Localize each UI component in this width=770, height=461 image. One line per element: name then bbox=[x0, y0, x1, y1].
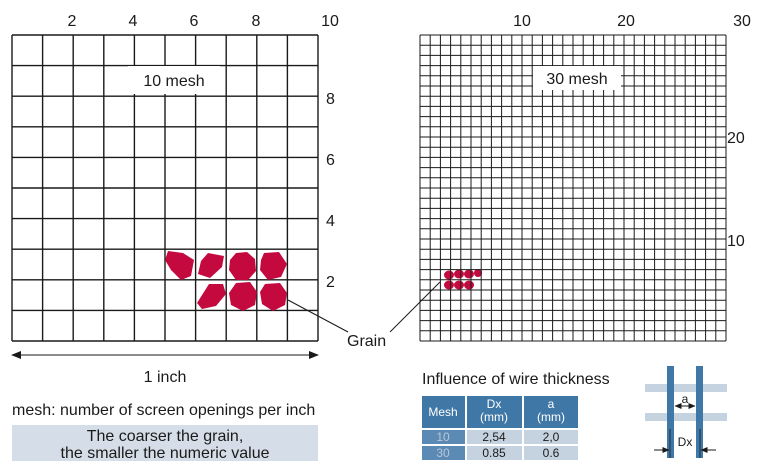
table-cell-text: 0.85 bbox=[482, 446, 506, 460]
table-header-cell bbox=[422, 396, 465, 428]
grain-label: Grain bbox=[347, 333, 386, 350]
one-inch-label: 1 inch bbox=[144, 369, 187, 386]
tick-label: 4 bbox=[129, 13, 138, 30]
tick-label: 8 bbox=[326, 91, 335, 108]
vertical-wire bbox=[696, 366, 703, 458]
tick-label: 2 bbox=[68, 13, 77, 30]
note-background bbox=[12, 425, 318, 461]
grain-particle bbox=[165, 251, 194, 280]
note-box: The coarser the grain, the smaller the n… bbox=[12, 425, 318, 461]
ten-mesh-right-ticks: 8 6 4 2 bbox=[326, 91, 335, 291]
ten-mesh-label-bg bbox=[128, 66, 220, 94]
tick-label: 4 bbox=[326, 213, 335, 230]
tick-label: 10 bbox=[513, 13, 531, 30]
table-header-cell bbox=[524, 396, 578, 428]
grain-particle bbox=[229, 252, 256, 280]
ten-mesh-grid: 10 mesh 2 4 6 8 10 8 6 4 2 bbox=[11, 13, 339, 342]
table-header-cell bbox=[467, 396, 522, 428]
one-inch-dimension: 1 inch bbox=[11, 351, 319, 386]
note-line-2: the smaller the numeric value bbox=[61, 445, 270, 461]
table-header: Dx bbox=[487, 397, 502, 411]
ten-mesh-top-ticks: 2 4 6 8 10 bbox=[68, 13, 339, 30]
grain-particle bbox=[474, 269, 482, 277]
grains bbox=[165, 251, 482, 311]
table-cell-text: 10 bbox=[436, 430, 450, 444]
grain-particle bbox=[229, 282, 257, 311]
table-header-unit: (mm) bbox=[480, 410, 508, 424]
grain-callout: Grain bbox=[287, 281, 441, 350]
table-cell-text: 2,54 bbox=[482, 430, 506, 444]
table-cell bbox=[422, 430, 465, 444]
wire-table: Mesh Dx (mm) a (mm) 10 2,54 2,0 30 0.85 … bbox=[422, 396, 578, 460]
grain-particle bbox=[444, 280, 454, 290]
grain-particle bbox=[260, 252, 287, 280]
table-cell bbox=[524, 430, 578, 444]
thirty-mesh-title: 30 mesh bbox=[546, 71, 607, 88]
thirty-mesh-label-bg bbox=[533, 66, 621, 90]
vertical-wire bbox=[667, 366, 674, 458]
table-cell bbox=[422, 446, 465, 460]
mesh-definition: mesh: number of screen openings per inch bbox=[12, 402, 315, 419]
tick-label: 20 bbox=[727, 130, 745, 147]
grain-particle bbox=[464, 280, 474, 290]
grain-particle bbox=[464, 269, 474, 279]
thirty-mesh-top-ticks: 10 20 30 bbox=[513, 13, 751, 30]
table-cell-text: 30 bbox=[436, 446, 450, 460]
grain-particle bbox=[198, 253, 224, 278]
tick-label: 30 bbox=[733, 13, 751, 30]
grain-particle bbox=[454, 269, 464, 279]
tick-label: 10 bbox=[727, 233, 745, 250]
grain-particle bbox=[260, 283, 287, 311]
table-cell-text: 0.6 bbox=[543, 446, 560, 460]
table-header-unit: (mm) bbox=[537, 410, 565, 424]
table-header: Mesh bbox=[428, 405, 457, 419]
callout-line bbox=[389, 281, 441, 333]
grain-particle bbox=[454, 280, 464, 290]
horizontal-wire bbox=[645, 384, 727, 392]
wire-thickness-title: Influence of wire thickness bbox=[422, 371, 610, 388]
wire-cross-diagram: a Dx bbox=[645, 366, 727, 458]
tick-label: 6 bbox=[326, 152, 335, 169]
grain-particle bbox=[444, 270, 454, 280]
dimension-a-label: a bbox=[682, 392, 689, 406]
tick-label: 6 bbox=[190, 13, 199, 30]
thirty-mesh-grid-lines bbox=[419, 34, 727, 342]
thirty-mesh-right-ticks: 20 10 bbox=[727, 130, 745, 250]
ten-mesh-title: 10 mesh bbox=[143, 73, 204, 90]
tick-label: 8 bbox=[252, 13, 261, 30]
table-cell bbox=[467, 430, 522, 444]
table-cell-text: 2,0 bbox=[543, 430, 560, 444]
note-line-1: The coarser the grain, bbox=[87, 428, 244, 445]
tick-label: 20 bbox=[617, 13, 635, 30]
horizontal-wire bbox=[645, 413, 727, 421]
callout-line bbox=[287, 299, 349, 333]
table-cell bbox=[524, 446, 578, 460]
tick-label: 10 bbox=[321, 13, 339, 30]
table-header: a bbox=[548, 397, 555, 411]
thirty-mesh-grid: 30 mesh 10 20 30 20 10 bbox=[419, 13, 751, 342]
table-cell bbox=[467, 446, 522, 460]
dimension-dx-label: Dx bbox=[678, 435, 693, 449]
grain-particle bbox=[197, 284, 226, 309]
tick-label: 2 bbox=[326, 274, 335, 291]
